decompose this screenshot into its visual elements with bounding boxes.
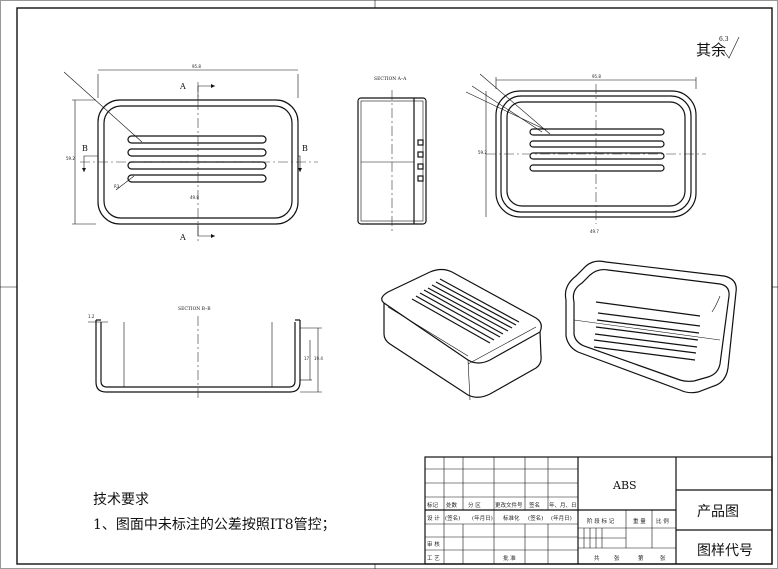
roughness-symbol [723,36,740,59]
section-bb-view: SECTION B–B 1.2 17 19.4 [88,306,323,398]
tech-requirements-title: 技术要求 [93,492,149,508]
svg-text:95.8: 95.8 [592,74,601,79]
process-label: 工 艺 [427,555,440,562]
svg-text:A: A [179,82,186,91]
design-label-6: (年月日) [551,514,572,522]
drawing-code-label: 图样代号 [697,543,753,559]
title-row-label-5: 签名 [529,501,540,509]
sheet-frame [16,7,773,565]
svg-text:49.8: 49.8 [190,195,199,200]
svg-text:SECTION A–A: SECTION A–A [374,76,407,82]
isometric-view-tray [564,260,737,394]
design-label-5: (签名) [528,514,543,522]
svg-text:59.2: 59.2 [478,150,487,155]
other-surfaces-note: 其余 [696,41,726,59]
weight-label: 重 量 [633,517,646,525]
title-row-label-3: 分 区 [468,501,481,509]
title-block [424,456,773,565]
sheet-index-label: 第 [638,554,644,562]
svg-text:59.2: 59.2 [66,156,75,161]
title-row-label-2: 处数 [446,501,458,509]
svg-text:17: 17 [304,356,310,361]
title-row-label-6: 年、月、日 [549,501,577,509]
roughness-value: 6.3 [719,36,729,43]
svg-text:B: B [82,144,88,153]
review-label: 审 核 [427,540,440,548]
design-label-4: 标准化 [503,514,520,522]
svg-text:49.7: 49.7 [590,229,599,234]
material-text: ABS [612,479,637,492]
front-view: A A B B 95.8 59.2 R3 49.8 [63,64,318,242]
sheet-total-unit: 张 [614,554,620,562]
design-label-1: 设 计 [427,514,440,522]
svg-text:R3: R3 [114,184,120,189]
title-row-label-4: 更改文件号 [495,501,523,509]
svg-text:95.8: 95.8 [192,64,201,69]
section-aa-view: SECTION A–A [357,76,427,232]
stage-label: 阶 段 标 记 [587,517,615,525]
svg-text:19.4: 19.4 [314,356,323,361]
svg-text:B: B [302,144,308,153]
design-label-2: (签名) [445,514,460,522]
title-row-label-1: 标记 [427,501,439,509]
sheet-index-unit: 张 [660,554,666,562]
approve-label: 批 准 [503,554,516,562]
tech-requirements-item-1: 1、图面中未标注的公差按照IT8管控； [93,517,336,533]
isometric-view-top [381,268,542,401]
design-label-3: (年月日) [472,514,493,522]
svg-text:1.2: 1.2 [88,314,95,319]
scale-label: 比 例 [656,517,669,525]
top-view: 95.8 59.2 49.7 [465,73,706,234]
svg-text:A: A [179,233,186,242]
drawing-name: 产品图 [697,504,739,520]
sheet-total-label: 共 [594,554,600,562]
svg-text:SECTION B–B: SECTION B–B [178,306,211,312]
